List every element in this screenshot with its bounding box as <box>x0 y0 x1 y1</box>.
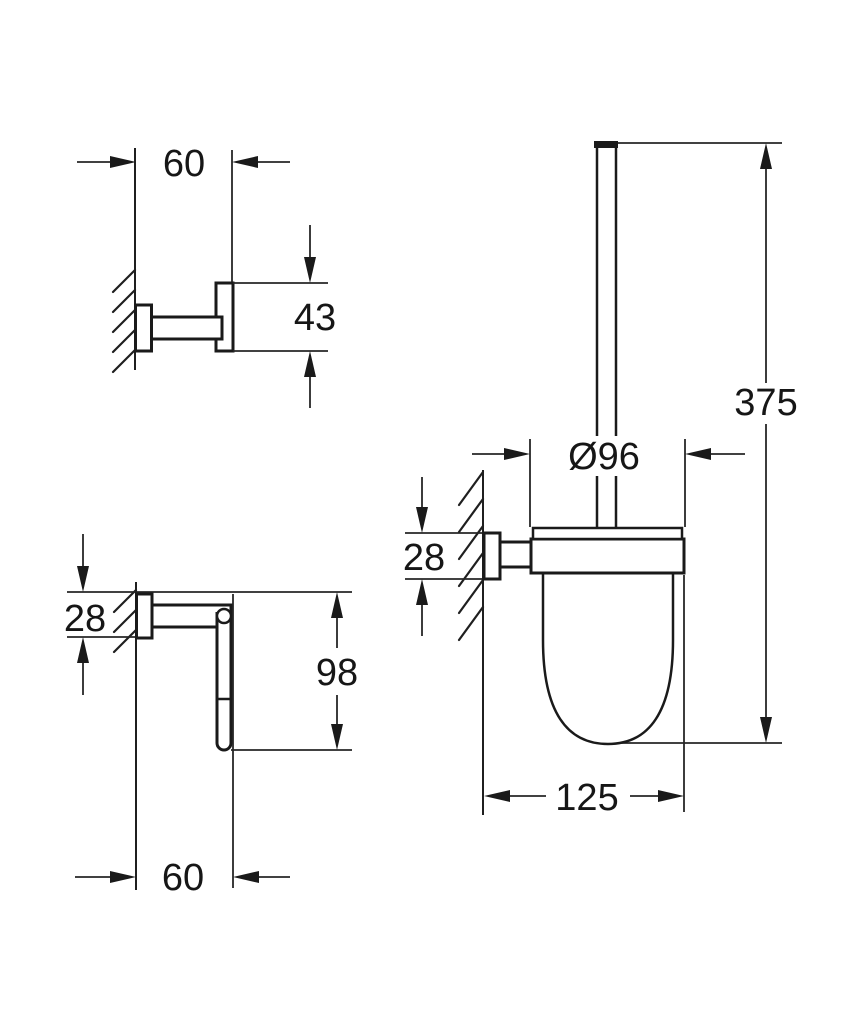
holder-arm <box>498 540 534 569</box>
arrowhead-left-icon <box>233 871 259 883</box>
paper-holder-body <box>135 592 233 752</box>
arrowhead-up-icon <box>304 351 316 377</box>
wall-hatching-icon <box>112 588 138 654</box>
arrowhead-right-icon <box>110 871 136 883</box>
arrowhead-down-icon <box>77 566 89 592</box>
arrowhead-down-icon <box>416 507 428 533</box>
arrowhead-down-icon <box>331 724 343 750</box>
handle-cap <box>594 141 618 148</box>
arrowhead-right-icon <box>658 790 684 802</box>
arrowhead-up-icon <box>331 592 343 618</box>
brush-handle <box>594 141 618 527</box>
arrowhead-up-icon <box>77 637 89 663</box>
dim-label-plate-height: 28 <box>64 598 106 640</box>
mounting-plate <box>135 592 154 640</box>
bracket-height-dimension: 28 <box>403 477 482 636</box>
brush-holder-view: 375 Ø96 28 <box>403 141 798 819</box>
arrowhead-left-icon <box>685 448 711 460</box>
mounting-bracket <box>482 531 502 581</box>
overall-height-dimension: 375 <box>604 142 798 744</box>
glass-cup <box>541 573 675 746</box>
mounting-plate <box>134 303 153 353</box>
diameter-dimension: Ø96 <box>472 436 745 527</box>
dim-label-bracket-height: 28 <box>403 537 445 579</box>
paper-holder-view: 28 98 60 <box>64 534 358 899</box>
holder-depth-dimension: 125 <box>484 575 685 819</box>
holder-depth-dimension: 60 <box>75 594 290 899</box>
arrowhead-down-icon <box>760 717 772 743</box>
arrowhead-left-icon <box>484 790 510 802</box>
hook-width-dimension: 60 <box>77 143 290 282</box>
dim-label-holder-depth: 60 <box>162 857 204 899</box>
pivot-joint <box>215 607 233 625</box>
arrowhead-up-icon <box>760 143 772 169</box>
hook-body <box>134 281 235 353</box>
holder-height-dimension: 98 <box>231 592 358 751</box>
dim-label-hook-width: 60 <box>163 143 205 185</box>
arrowhead-right-icon <box>110 156 136 168</box>
brush-holder-body <box>482 526 686 746</box>
dim-label-diameter: Ø96 <box>568 436 640 478</box>
dim-label-holder-depth: 125 <box>555 777 618 819</box>
holder-ring <box>529 537 686 575</box>
dim-label-holder-height: 98 <box>316 652 358 694</box>
hook-view: 60 43 <box>77 143 336 408</box>
arrowhead-left-icon <box>232 156 258 168</box>
hook-arm <box>150 315 224 341</box>
arrowhead-up-icon <box>416 579 428 605</box>
wall-hatching-icon <box>111 268 137 374</box>
holder-bar <box>215 612 233 752</box>
dim-label-overall-height: 375 <box>734 382 797 424</box>
arrowhead-right-icon <box>504 448 530 460</box>
dim-label-hook-height: 43 <box>294 297 336 339</box>
wall-hatching-icon <box>457 470 485 642</box>
hook-height-dimension: 43 <box>233 225 336 408</box>
holder-lid <box>531 526 684 541</box>
arrowhead-down-icon <box>304 257 316 283</box>
